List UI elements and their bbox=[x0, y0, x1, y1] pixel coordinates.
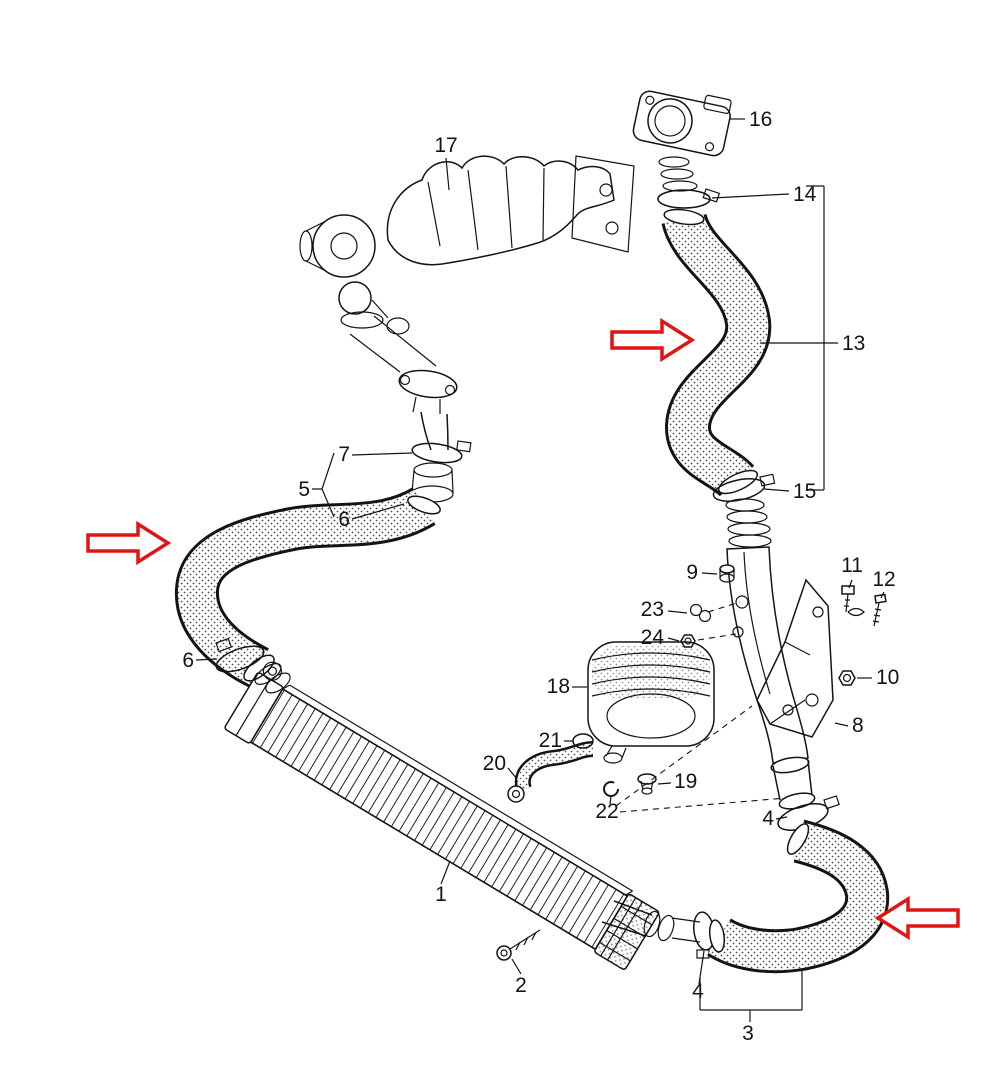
plug-19 bbox=[637, 773, 657, 795]
callout-3: 3 bbox=[742, 1022, 754, 1045]
callout-5: 5 bbox=[298, 478, 310, 501]
callout-4-bottom: 4 bbox=[692, 980, 704, 1003]
mounting-bracket-8 bbox=[756, 578, 834, 738]
nut-10 bbox=[838, 670, 856, 686]
callout-13: 13 bbox=[842, 332, 865, 355]
callout-9: 9 bbox=[686, 561, 698, 584]
callout-17: 17 bbox=[434, 134, 457, 157]
plug-9 bbox=[719, 564, 735, 583]
callout-7: 7 bbox=[338, 443, 350, 466]
callout-labels: 17 16 14 13 15 7 5 6 6 9 23 24 11 12 10 … bbox=[182, 108, 899, 1045]
hose-clamp-7 bbox=[411, 440, 472, 464]
callout-21: 21 bbox=[539, 729, 562, 752]
callout-6-upper: 6 bbox=[338, 508, 350, 531]
hose-clamp-14 bbox=[657, 188, 721, 209]
callout-11: 11 bbox=[841, 554, 863, 577]
intercooler bbox=[224, 661, 660, 971]
screw-2 bbox=[496, 929, 541, 961]
charge-air-hose-left bbox=[175, 486, 441, 688]
highlight-arrows bbox=[86, 317, 960, 941]
callout-18: 18 bbox=[547, 675, 570, 698]
small-hose-20 bbox=[507, 741, 594, 803]
callout-2: 2 bbox=[515, 974, 527, 997]
charge-air-hose-13 bbox=[661, 208, 772, 498]
callout-15: 15 bbox=[793, 480, 816, 503]
red-arrow-left-icon bbox=[86, 520, 172, 566]
callout-4-right: 4 bbox=[762, 807, 774, 830]
air-box-18 bbox=[587, 641, 715, 764]
red-arrow-lower-icon bbox=[874, 895, 960, 941]
leader-lines bbox=[195, 118, 885, 1022]
callout-24: 24 bbox=[641, 626, 665, 649]
callout-6-lower: 6 bbox=[182, 649, 194, 672]
retaining-ring-22 bbox=[603, 781, 619, 797]
nut-24 bbox=[680, 634, 696, 648]
callout-23: 23 bbox=[641, 598, 664, 621]
callout-22: 22 bbox=[595, 800, 618, 823]
corrugated-neck-upper bbox=[658, 156, 698, 192]
exhaust-manifold-turbo bbox=[299, 155, 635, 451]
callout-14: 14 bbox=[793, 183, 817, 206]
pressure-pipe bbox=[725, 498, 816, 810]
throttle-flange bbox=[632, 90, 732, 157]
screw-12 bbox=[872, 593, 887, 627]
charge-air-hose-lower bbox=[707, 819, 890, 974]
callout-1: 1 bbox=[435, 883, 447, 906]
hose-clamp-6-lower bbox=[215, 637, 265, 673]
clip-23 bbox=[689, 603, 712, 623]
red-arrow-upper-icon bbox=[610, 317, 696, 363]
callout-19: 19 bbox=[674, 770, 697, 793]
intercooler-outlet bbox=[601, 900, 701, 943]
callout-20: 20 bbox=[483, 752, 506, 775]
callout-8: 8 bbox=[852, 714, 864, 737]
callout-12: 12 bbox=[872, 568, 895, 591]
callout-16: 16 bbox=[749, 108, 772, 131]
callout-10: 10 bbox=[876, 666, 899, 689]
construction-dashed-lines bbox=[615, 601, 787, 813]
bolt-11 bbox=[841, 585, 865, 617]
hose-clamp-15 bbox=[712, 473, 776, 502]
